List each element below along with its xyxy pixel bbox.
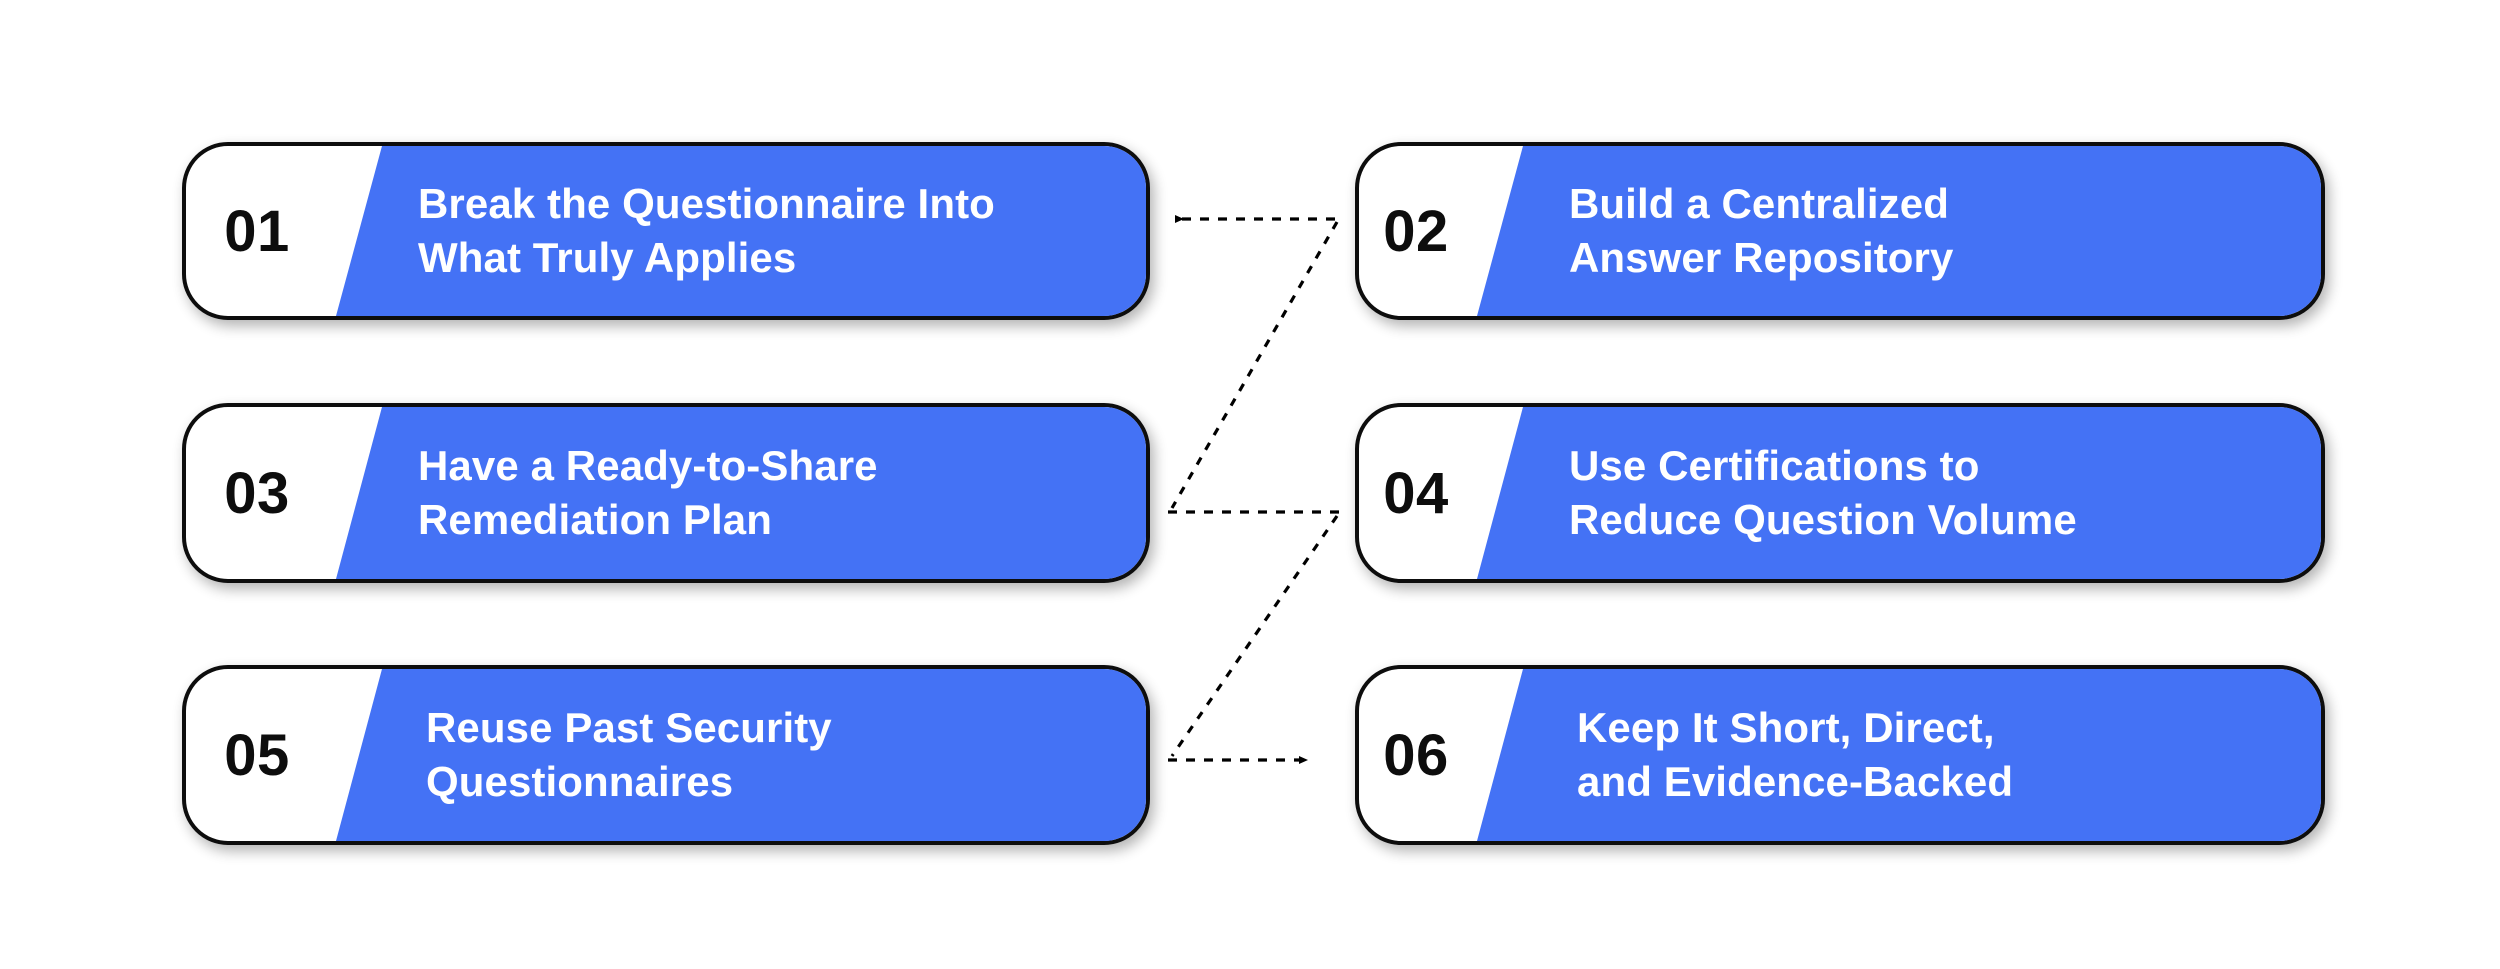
card-title-line-1: Break the Questionnaire Into xyxy=(418,180,995,228)
card-title-03: Have a Ready-to-Share Remediation Plan xyxy=(418,407,1118,579)
card-number-03: 03 xyxy=(224,460,290,526)
card-number-05: 05 xyxy=(224,722,290,788)
card-number-04: 04 xyxy=(1383,460,1449,526)
card-number-02: 02 xyxy=(1383,198,1449,264)
connector-diagonal-2 xyxy=(1170,515,1339,757)
step-card-03[interactable]: 03 Have a Ready-to-Share Remediation Pla… xyxy=(182,403,1154,589)
connector-diagonal-1 xyxy=(1170,221,1339,509)
card-number-01: 01 xyxy=(224,198,290,264)
card-title-line-2: What Truly Applies xyxy=(418,234,797,281)
card-title-line-1: Reuse Past Security xyxy=(426,704,832,752)
card-title-06: Keep It Short, Direct, and Evidence-Back… xyxy=(1577,669,2293,841)
card-accent-panel xyxy=(336,669,1146,841)
step-card-06[interactable]: 06 Keep It Short, Direct, and Evidence-B… xyxy=(1355,665,2329,851)
card-body: 02 Build a Centralized Answer Repository xyxy=(1355,142,2325,320)
card-title-line-2: and Evidence-Backed xyxy=(1577,758,2014,805)
card-accent-panel xyxy=(1477,407,2321,579)
card-title-line-2: Answer Repository xyxy=(1569,234,1954,281)
card-title-05: Reuse Past Security Questionnaires xyxy=(426,669,1118,841)
card-number-06: 06 xyxy=(1383,722,1449,788)
card-accent-panel xyxy=(336,146,1146,316)
card-title-04: Use Certifications to Reduce Question Vo… xyxy=(1569,407,2293,579)
card-body: 01 Break the Questionnaire Into What Tru… xyxy=(182,142,1150,320)
step-card-04[interactable]: 04 Use Certifications to Reduce Question… xyxy=(1355,403,2329,589)
card-title-01: Break the Questionnaire Into What Truly … xyxy=(418,146,1118,316)
card-title-line-2: Remediation Plan xyxy=(418,496,773,543)
step-card-01[interactable]: 01 Break the Questionnaire Into What Tru… xyxy=(182,142,1154,326)
card-title-line-1: Have a Ready-to-Share xyxy=(418,442,878,490)
card-body: 05 Reuse Past Security Questionnaires xyxy=(182,665,1150,845)
card-title-line-1: Build a Centralized xyxy=(1569,180,1949,228)
card-body: 06 Keep It Short, Direct, and Evidence-B… xyxy=(1355,665,2325,845)
card-title-02: Build a Centralized Answer Repository xyxy=(1569,146,2293,316)
card-body: 04 Use Certifications to Reduce Question… xyxy=(1355,403,2325,583)
card-title-line-2: Questionnaires xyxy=(426,758,734,805)
card-title-line-2: Reduce Question Volume xyxy=(1569,496,2077,543)
card-title-line-1: Keep It Short, Direct, xyxy=(1577,704,1995,752)
card-accent-panel xyxy=(1477,669,2321,841)
step-card-05[interactable]: 05 Reuse Past Security Questionnaires xyxy=(182,665,1154,851)
step-card-02[interactable]: 02 Build a Centralized Answer Repository xyxy=(1355,142,2329,326)
card-body: 03 Have a Ready-to-Share Remediation Pla… xyxy=(182,403,1150,583)
card-title-line-1: Use Certifications to xyxy=(1569,442,1980,490)
card-accent-panel xyxy=(336,407,1146,579)
card-accent-panel xyxy=(1477,146,2321,316)
